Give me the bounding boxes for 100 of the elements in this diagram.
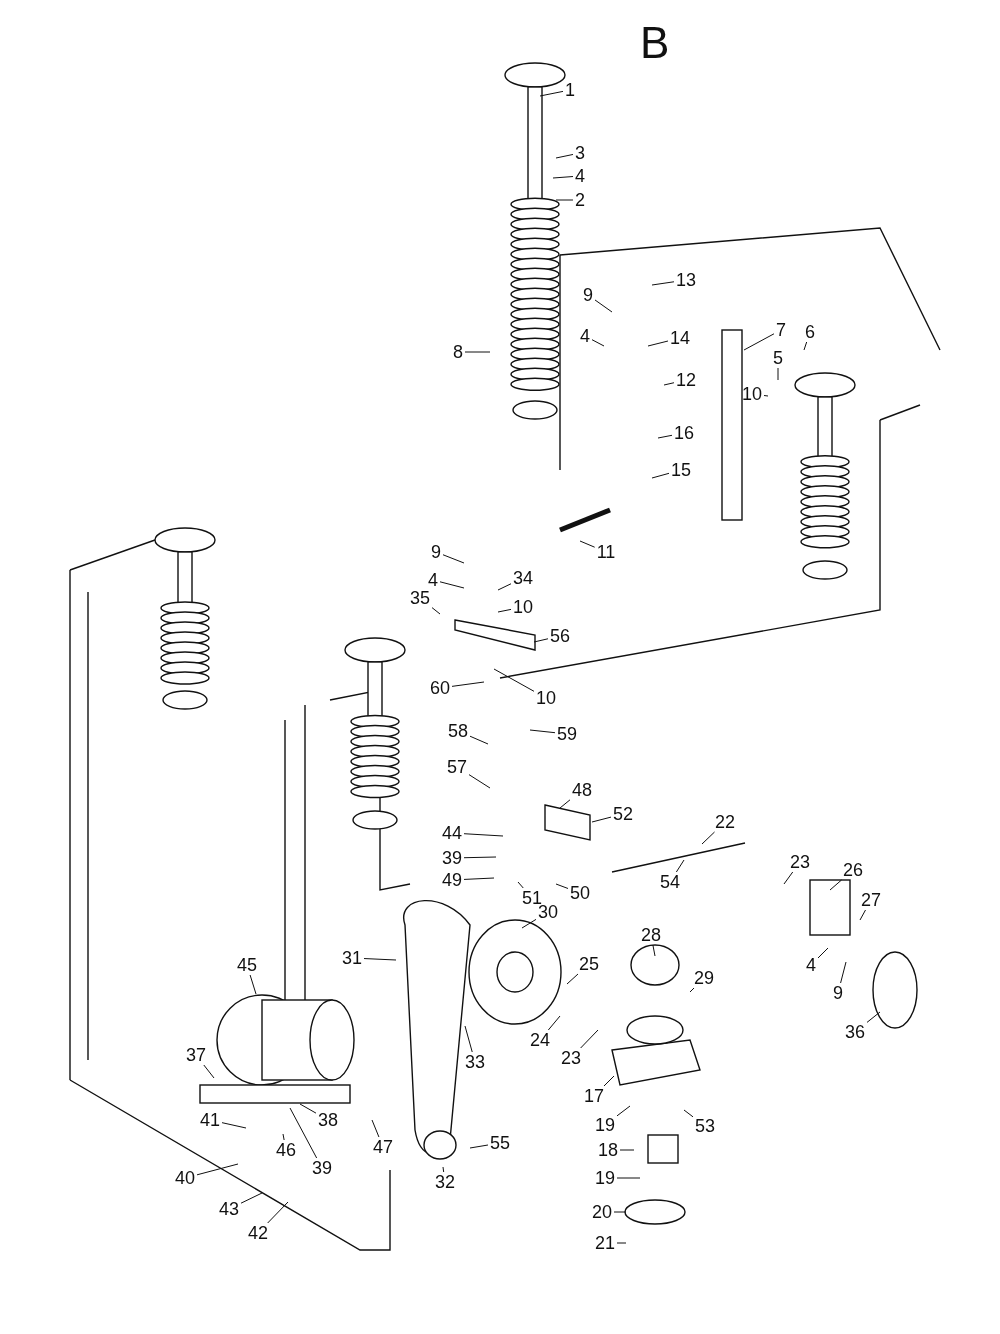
- leader-line: [442, 554, 465, 564]
- callout-number: 23: [790, 852, 810, 872]
- leader-line: [817, 947, 829, 959]
- callout-number: 25: [579, 954, 599, 974]
- leader-line: [743, 333, 775, 351]
- leader-line: [203, 1064, 215, 1079]
- leader-line: [442, 1166, 445, 1173]
- callout-number: 15: [671, 460, 691, 480]
- leader-line: [363, 958, 397, 961]
- callout-number: 49: [442, 870, 462, 890]
- callout-number: 4: [580, 326, 590, 346]
- callout-number: 52: [613, 804, 633, 824]
- leader-line: [464, 351, 491, 353]
- leader-line: [289, 1107, 318, 1159]
- callout-number: 42: [248, 1223, 268, 1243]
- callout-number: 56: [550, 626, 570, 646]
- leader-line: [616, 1242, 627, 1244]
- leader-line: [529, 729, 556, 734]
- callout-number: 18: [598, 1140, 618, 1160]
- leader-line: [663, 382, 675, 386]
- leader-line: [464, 1025, 473, 1053]
- callout-number: 21: [595, 1233, 615, 1253]
- leader-line: [651, 472, 670, 479]
- callout-number: 10: [742, 384, 762, 404]
- callout-number: 7: [776, 320, 786, 340]
- callout-number: 38: [318, 1110, 338, 1130]
- callout-number: 4: [428, 570, 438, 590]
- callout-number: 3: [575, 143, 585, 163]
- leader-line: [619, 1149, 635, 1151]
- leader-line: [591, 816, 612, 823]
- callout-number: 43: [219, 1199, 239, 1219]
- leader-line: [517, 881, 524, 889]
- leader-line: [299, 1103, 317, 1114]
- callout-number: 46: [276, 1140, 296, 1160]
- leader-line: [469, 1144, 489, 1149]
- leader-line: [240, 1192, 263, 1204]
- leader-line: [591, 339, 605, 347]
- leader-line: [859, 909, 866, 921]
- leader-line: [468, 774, 491, 789]
- leader-line: [566, 973, 579, 985]
- callout-number: 29: [694, 968, 714, 988]
- callout-number: 27: [861, 890, 881, 910]
- callout-number: 35: [410, 588, 430, 608]
- leader-line: [651, 281, 675, 286]
- leader-line: [783, 871, 794, 885]
- callout-number: 5: [773, 348, 783, 368]
- leader-line: [469, 735, 489, 745]
- callout-number: 24: [530, 1030, 550, 1050]
- callout-number: 57: [447, 757, 467, 777]
- callout-number: 55: [490, 1133, 510, 1153]
- leader-line: [866, 1011, 881, 1023]
- callout-number: 32: [435, 1172, 455, 1192]
- leader-line: [249, 974, 257, 995]
- callout-number: 39: [312, 1158, 332, 1178]
- leader-line: [463, 877, 495, 880]
- leader-line: [521, 918, 537, 929]
- callout-number: 1: [565, 80, 575, 100]
- leader-line: [267, 1201, 289, 1224]
- callout-number: 36: [845, 1022, 865, 1042]
- leader-line: [616, 1177, 641, 1179]
- leader-line: [555, 199, 574, 201]
- callout-number: 10: [513, 597, 533, 617]
- leader-line: [763, 395, 769, 397]
- callout-number: 14: [670, 328, 690, 348]
- callout-number: 39: [442, 848, 462, 868]
- callout-number: 31: [342, 948, 362, 968]
- callout-number: 2: [575, 190, 585, 210]
- leader-line: [431, 607, 441, 615]
- leader-line: [652, 944, 656, 957]
- leader-line: [196, 1163, 239, 1176]
- callout-number: 13: [676, 270, 696, 290]
- callout-number: 23: [561, 1048, 581, 1068]
- diagram-title: B: [640, 18, 670, 68]
- callout-number: 4: [806, 955, 816, 975]
- leader-line: [555, 883, 569, 889]
- leader-line: [647, 340, 669, 347]
- callout-number: 48: [572, 780, 592, 800]
- callout-number: 50: [570, 883, 590, 903]
- callout-number: 47: [373, 1137, 393, 1157]
- callout-number: 45: [237, 955, 257, 975]
- leader-line: [579, 540, 596, 548]
- leader-line: [539, 90, 564, 97]
- leader-line: [675, 859, 685, 873]
- callout-number: 9: [431, 542, 441, 562]
- leader-line: [555, 153, 574, 159]
- callout-number: 58: [448, 721, 468, 741]
- leader-line: [613, 1211, 627, 1213]
- leader-line: [580, 1029, 599, 1049]
- callout-number: 33: [465, 1052, 485, 1072]
- callout-number: 17: [584, 1086, 604, 1106]
- leader-line: [221, 1122, 247, 1129]
- leader-line: [657, 434, 673, 439]
- callout-number: 16: [674, 423, 694, 443]
- leader-line: [840, 961, 847, 984]
- leader-line: [594, 299, 613, 313]
- callout-number: 54: [660, 872, 680, 892]
- callout-number: 26: [843, 860, 863, 880]
- callout-number: 19: [595, 1115, 615, 1135]
- leader-line: [463, 856, 497, 859]
- callout-number: 34: [513, 568, 533, 588]
